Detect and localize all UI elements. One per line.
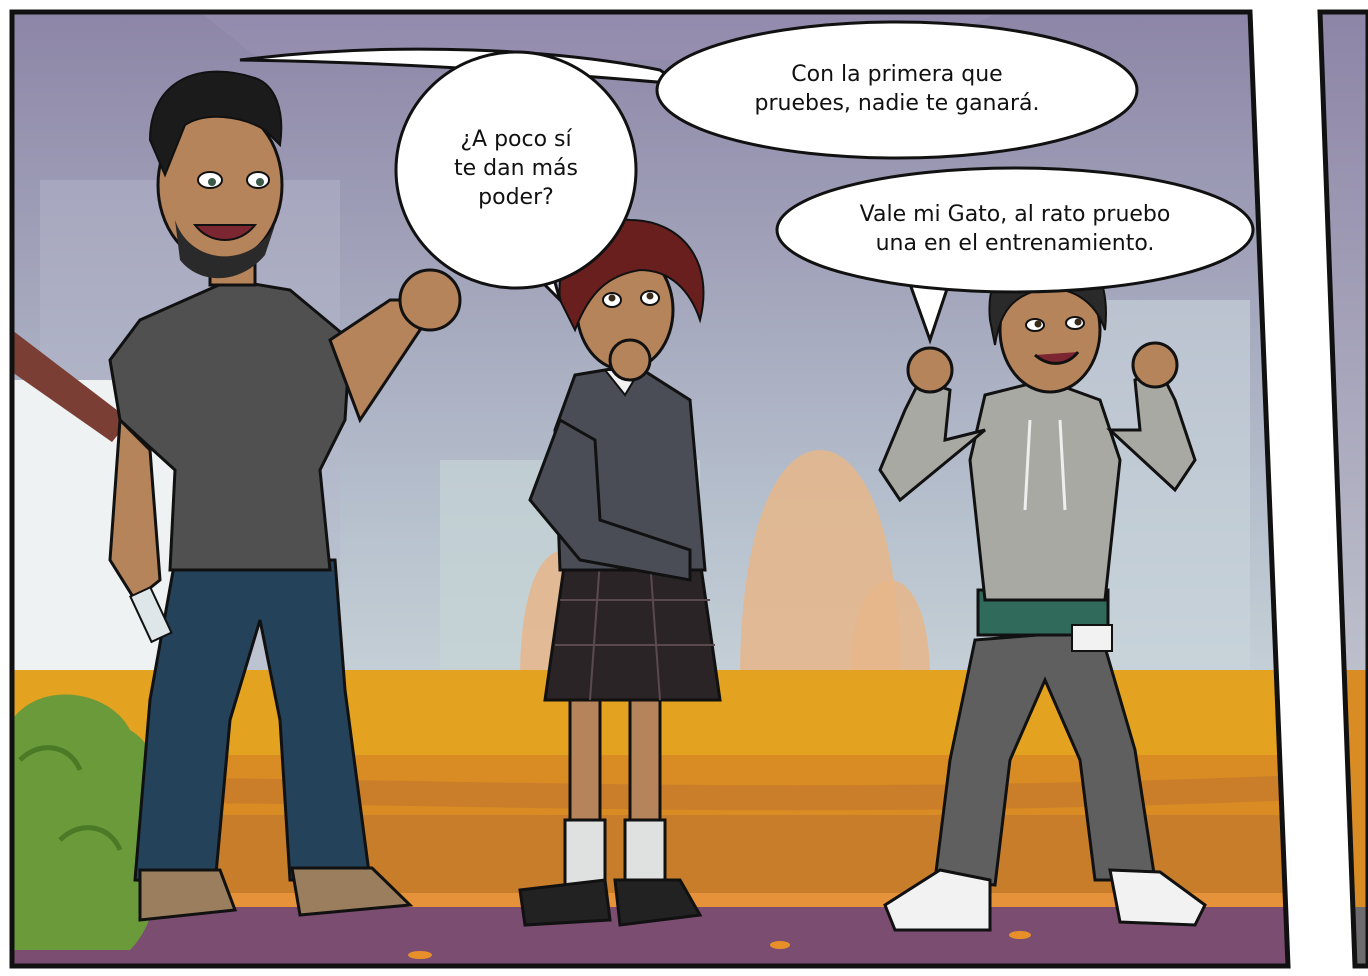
speech-line: poder?	[478, 185, 554, 210]
panel-2-border	[1317, 9, 1368, 969]
speech-text-boy: Vale mi Gato, al rato pruebo una en el e…	[800, 200, 1230, 258]
speech-line: ¿A poco sí	[460, 127, 572, 152]
character-boy	[878, 243, 1207, 932]
speech-line: te dan más	[454, 156, 578, 181]
speech-line: Con la primera que	[791, 62, 1003, 87]
panel-1	[12, 12, 1288, 966]
panel-1-border	[9, 9, 1291, 969]
character-girl	[518, 218, 722, 927]
speech-bubble-girl	[394, 50, 638, 306]
speech-text-girl: ¿A poco sí te dan más poder?	[426, 125, 606, 212]
character-man	[108, 70, 462, 922]
speech-text-man: Con la primera que pruebes, nadie te gan…	[717, 60, 1077, 118]
speech-line: pruebes, nadie te ganará.	[754, 91, 1040, 116]
speech-line: una en el entrenamiento.	[875, 231, 1155, 256]
speech-line: Vale mi Gato, al rato pruebo	[859, 202, 1171, 227]
speech-bubble-boy	[775, 166, 1255, 345]
